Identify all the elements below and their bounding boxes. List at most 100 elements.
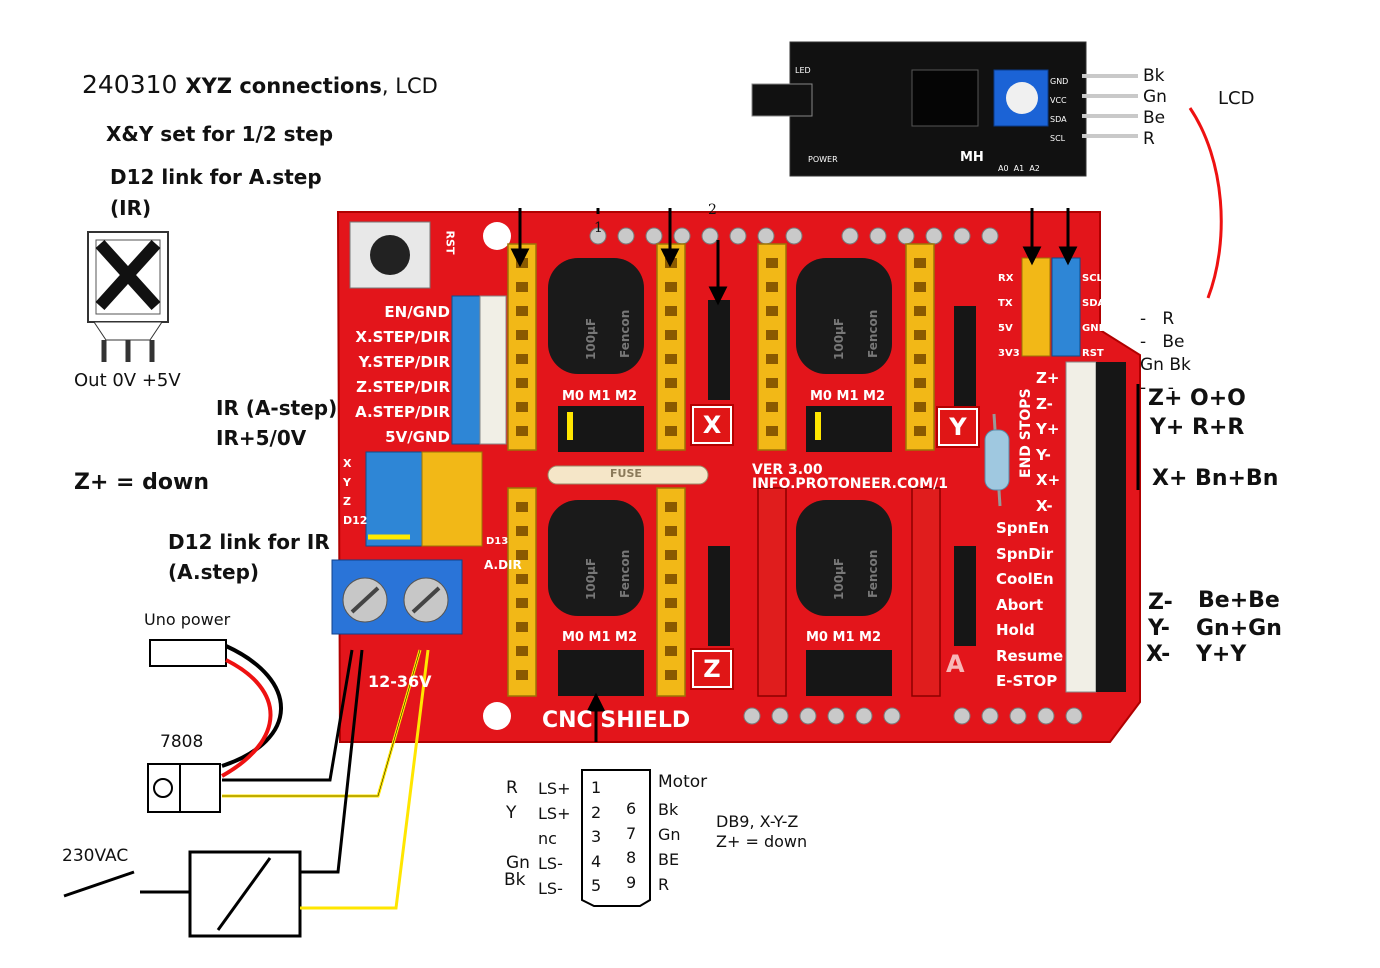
driver-sockets [507,243,935,697]
title-line: 240310 XYZ connections, LCD [82,70,438,99]
axis-label-a: A [946,650,965,678]
lcd-pin-bk: Bk [1143,66,1165,86]
i2c-header [1021,257,1081,357]
microstep-links [567,412,821,440]
note-ir: (IR) [110,196,152,220]
mount-hole [483,222,511,250]
arrows [510,208,1078,742]
mode-label-x: M0 M1 M2 [562,389,637,404]
title-text: XYZ connections [185,74,382,98]
socket-holes [516,258,926,680]
power-wiring [63,639,430,938]
lcd-mh-label: MH [960,150,984,165]
regulator-label: 7808 [160,732,204,752]
shield-name: CNC SHIELD [542,708,691,733]
lcd-pin-gn: Gn [1143,87,1167,107]
lcd-label: LCD [1218,88,1255,109]
mode-label-z: M0 M1 M2 [562,630,637,645]
lcd-backpack [751,41,1138,177]
lcd-addr-labels: A0 A1 A2 [998,164,1040,173]
z-direction: Z+ = down [74,470,209,495]
cap-label-a: 100μF [832,557,846,600]
top-header [589,227,999,245]
capacitors [548,258,892,616]
db9-outline [581,769,651,907]
shield-adir: A.DIR [484,558,522,572]
reset-button-cap [370,235,410,275]
mains-label: 230VAC [62,846,129,866]
axis-badge-z: Z [692,650,732,688]
lcd-pin-r: R [1143,129,1155,149]
cap-label-x: 100μF [584,317,598,360]
title-lcd: , LCD [381,74,438,98]
map-y-minus-key: Y- [1148,616,1170,641]
lcd-pin-be: Be [1143,108,1166,128]
title-date: 240310 [82,70,178,99]
fuse [547,465,709,485]
map-x-plus: X+ Bn+Bn [1152,466,1279,491]
cap-label-y: 100μF [832,317,846,360]
ir-pinout: Out 0V +5V [74,370,181,391]
lcd-power-label: POWER [808,155,838,164]
map-z-minus-key: Z- [1148,590,1173,615]
mode-label-a: M0 M1 M2 [806,630,881,645]
map-y-minus-val: Gn+Gn [1196,616,1282,641]
end-stops-label: END STOPS [1018,388,1034,478]
mode-label-y: M0 M1 M2 [810,389,885,404]
stop-pin-labels: Z+Z-Y+ Y-X+X- [1036,369,1061,515]
ir-power: IR+5/0V [216,426,307,450]
db9-wire-color-5: Bk [504,870,526,890]
ir-astep: IR (A-step) [216,396,338,420]
shield-rst: RST [443,230,457,255]
pin-mark-2: 2 [708,202,717,218]
axis-badge-x: X [692,406,732,444]
cap-brand-a: Fencon [866,549,880,598]
power-terminal [331,559,463,635]
left-header-blue [451,295,507,445]
d12-astep-note: (A.step) [168,560,260,584]
lcd-led-label: LED [795,66,811,75]
cap-brand-z: Fencon [618,549,632,598]
resistor [984,413,1010,507]
map-z-plus: Z+ O+O [1148,386,1246,411]
fuse-label: FUSE [610,467,642,480]
mount-hole [483,702,511,730]
cap-label-z: 100μF [584,557,598,600]
pin-mark-1: 1 [594,220,603,236]
side-headers [708,300,976,646]
map-x-minus-key: X- [1146,642,1171,667]
lcd-wire [1188,107,1223,299]
uno-power-label: Uno power [144,610,231,629]
bottom-header [743,707,1083,725]
shield-site: INFO.PROTONEER.COM/1 [752,476,948,492]
shield-version: VER 3.00 [752,462,823,478]
map-x-minus-val: Y+Y [1196,642,1247,667]
shield-d13: D13 [486,536,509,547]
ir-receiver [87,231,169,362]
d12-ir-note: D12 link for IR [168,530,330,554]
db9-caption-1: DB9, X-Y-Z [716,812,799,831]
note-step: X&Y set for 1/2 step [106,122,334,146]
map-z-minus-val: Be+Be [1198,588,1280,613]
shield-voltage: 12-36V [368,672,432,691]
cap-brand-y: Fencon [866,309,880,358]
endstop-header [1065,361,1126,693]
cap-brand-x: Fencon [618,309,632,358]
driver-sockets-a [757,487,941,697]
note-d12: D12 link for A.step [110,165,322,189]
map-y-plus: Y+ R+R [1150,415,1245,440]
axis-badge-y: Y [938,408,978,446]
